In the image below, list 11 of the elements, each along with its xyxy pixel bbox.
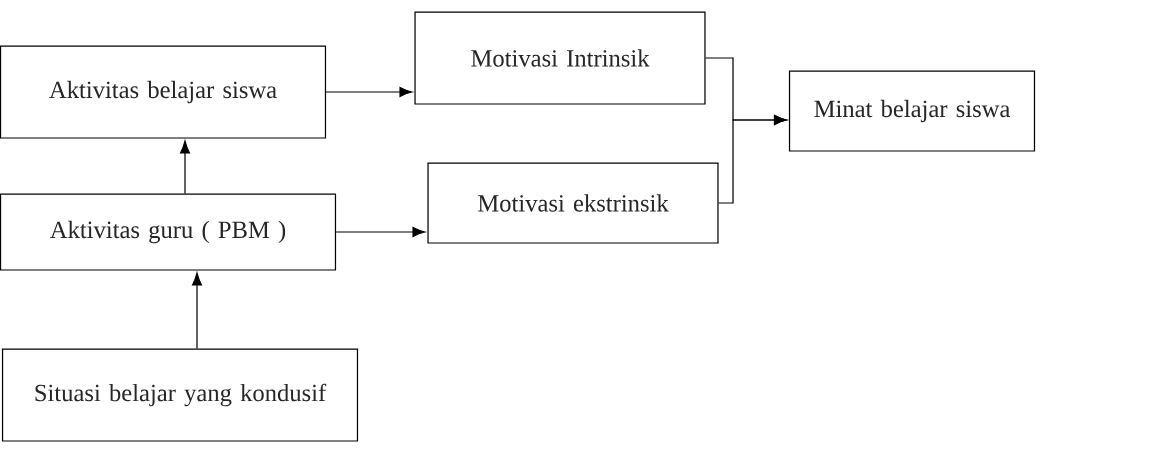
arrow	[191, 272, 203, 349]
arrow	[179, 140, 191, 194]
arrow	[335, 226, 426, 238]
arrow	[717, 114, 787, 204]
arrow	[325, 86, 413, 98]
process-box: Aktivitas guru ( PBM )	[0, 193, 337, 271]
process-box: Minat belajar siswa	[788, 70, 1036, 152]
process-box: Motivasi Intrinsik	[414, 11, 706, 105]
process-box: Situasi belajar yang kondusif	[1, 348, 359, 442]
process-box: Motivasi ekstrinsik	[427, 162, 719, 244]
process-box: Aktivitas belajar siswa	[0, 45, 327, 139]
